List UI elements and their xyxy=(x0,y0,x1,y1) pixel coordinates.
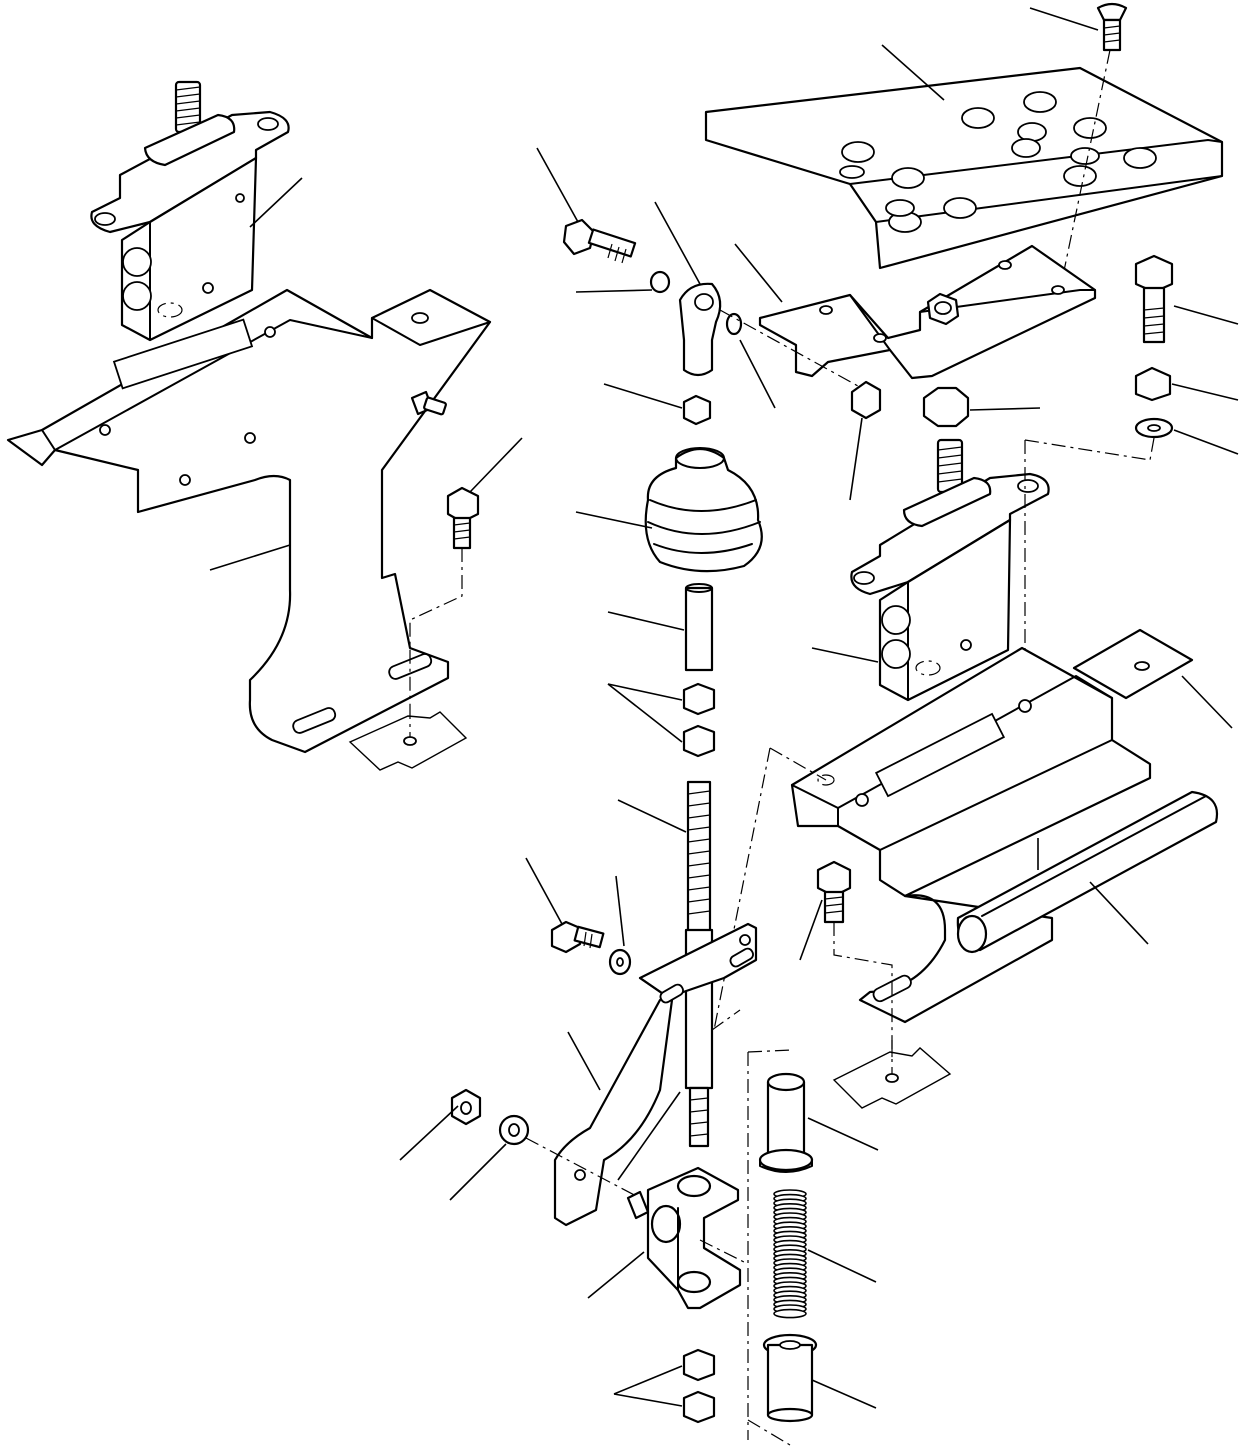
rod-end xyxy=(678,282,743,377)
sleeve xyxy=(684,583,714,672)
nut-center-1 xyxy=(682,394,712,426)
washer-small xyxy=(649,270,671,294)
bushing-bottom xyxy=(762,1333,818,1423)
nut-center-2 xyxy=(682,682,716,716)
nut-bottom-1 xyxy=(682,1348,716,1382)
bracket-right xyxy=(713,646,1152,1031)
spring-coil xyxy=(773,1308,807,1319)
bolt-clevis-top xyxy=(562,218,637,264)
nut-lower-left xyxy=(450,1088,482,1126)
bracket-left xyxy=(6,288,492,754)
hex-bolt-left xyxy=(409,486,480,705)
screw-top xyxy=(1059,2,1128,291)
bolt-small-left xyxy=(410,390,447,416)
valve-left xyxy=(90,80,290,342)
nut-valve-right xyxy=(922,386,970,428)
pedal-plate xyxy=(704,66,1224,270)
nut-bottom-2 xyxy=(682,1390,716,1424)
washer-lower-left xyxy=(498,1114,530,1146)
bolt-lower xyxy=(550,920,605,954)
bushing-top xyxy=(758,1072,814,1173)
nut-arm xyxy=(850,380,882,420)
hex-bolt-right-top xyxy=(1134,254,1174,461)
boot xyxy=(644,447,763,573)
pedal-arm xyxy=(758,244,1097,380)
shaft xyxy=(956,790,1219,954)
nut-center-3 xyxy=(682,724,716,758)
shim-plate xyxy=(1072,628,1194,700)
clevis xyxy=(626,1166,742,1310)
valve-right xyxy=(850,438,1050,702)
ground-mount-left xyxy=(348,705,468,771)
spring xyxy=(773,1189,807,1319)
hex-bolt-right-bottom xyxy=(816,860,893,1060)
ground-mount-right xyxy=(832,1040,952,1109)
lever-plate xyxy=(553,922,758,1227)
